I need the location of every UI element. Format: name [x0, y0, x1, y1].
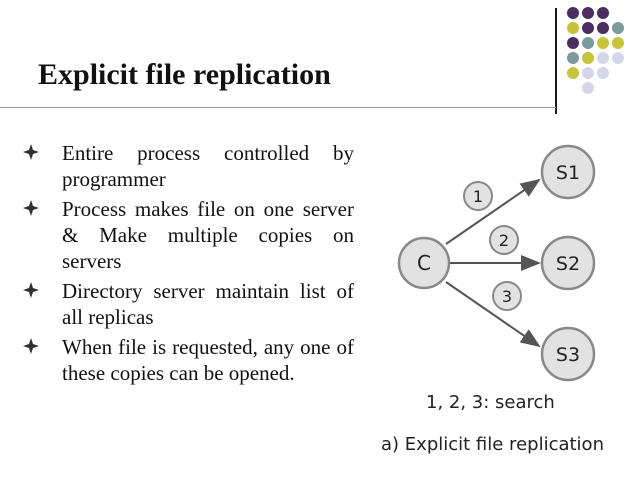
arrow-c-to-s1	[445, 178, 541, 245]
bullet-text: Directory server maintain list of all re…	[62, 279, 354, 329]
bullet-item: Process makes file on one server & Make …	[22, 196, 354, 274]
step-label: 1	[473, 187, 483, 206]
decorative-dot	[597, 52, 609, 64]
step-label: 3	[502, 287, 512, 306]
bullet-text: Entire process controlled by programmer	[62, 141, 354, 191]
decorative-dot	[582, 67, 594, 79]
decorative-dot	[612, 22, 624, 34]
decorative-dot	[597, 22, 609, 34]
server-label: S2	[556, 253, 580, 275]
title-underline	[0, 107, 556, 108]
diamond-bullet-icon	[23, 200, 39, 216]
decorative-dot	[567, 7, 579, 19]
decorative-dot	[582, 37, 594, 49]
server-label: S1	[556, 162, 580, 184]
decorative-dot	[582, 7, 594, 19]
decorative-dot	[612, 37, 624, 49]
step-marker-2: 2	[489, 225, 519, 255]
decorative-dot	[582, 22, 594, 34]
diamond-bullet-icon	[23, 338, 39, 354]
decorative-dot	[582, 82, 594, 94]
replication-diagram: C S1 S2 S3 1 2 3 1, 2, 3: search (a)	[380, 144, 604, 455]
step-label: 2	[499, 231, 509, 250]
decorative-dot	[567, 37, 579, 49]
client-label: C	[417, 251, 431, 275]
bullet-text: When file is requested, any one of these…	[62, 335, 354, 385]
client-node: C	[397, 236, 451, 290]
server-label: S3	[556, 344, 580, 366]
decorative-dot-grid	[567, 7, 637, 107]
decorative-dot	[612, 52, 624, 64]
slide-title: Explicit file replication	[38, 58, 331, 91]
diamond-bullet-icon	[23, 282, 39, 298]
decorative-dot	[567, 67, 579, 79]
decorative-dot	[582, 52, 594, 64]
bullet-text: Process makes file on one server & Make …	[62, 197, 354, 273]
decorative-dot	[567, 52, 579, 64]
server-node-s3: S3	[540, 326, 596, 382]
diagram-caption: (a) Explicit file replication	[380, 434, 604, 455]
bullet-item: Entire process controlled by programmer	[22, 140, 354, 192]
step-marker-1: 1	[463, 181, 493, 211]
diagram-legend: 1, 2, 3: search	[426, 392, 555, 413]
server-node-s1: S1	[540, 144, 596, 200]
decorative-dot	[567, 22, 579, 34]
diamond-bullet-icon	[23, 144, 39, 160]
decorative-dot	[597, 37, 609, 49]
vertical-divider	[555, 8, 557, 114]
arrow-c-to-s3	[445, 281, 541, 348]
step-marker-3: 3	[492, 281, 522, 311]
server-node-s2: S2	[540, 235, 596, 291]
bullet-list: Entire process controlled by programmer …	[22, 140, 354, 390]
decorative-dot	[597, 67, 609, 79]
bullet-item: Directory server maintain list of all re…	[22, 278, 354, 330]
decorative-dot	[597, 7, 609, 19]
bullet-item: When file is requested, any one of these…	[22, 334, 354, 386]
